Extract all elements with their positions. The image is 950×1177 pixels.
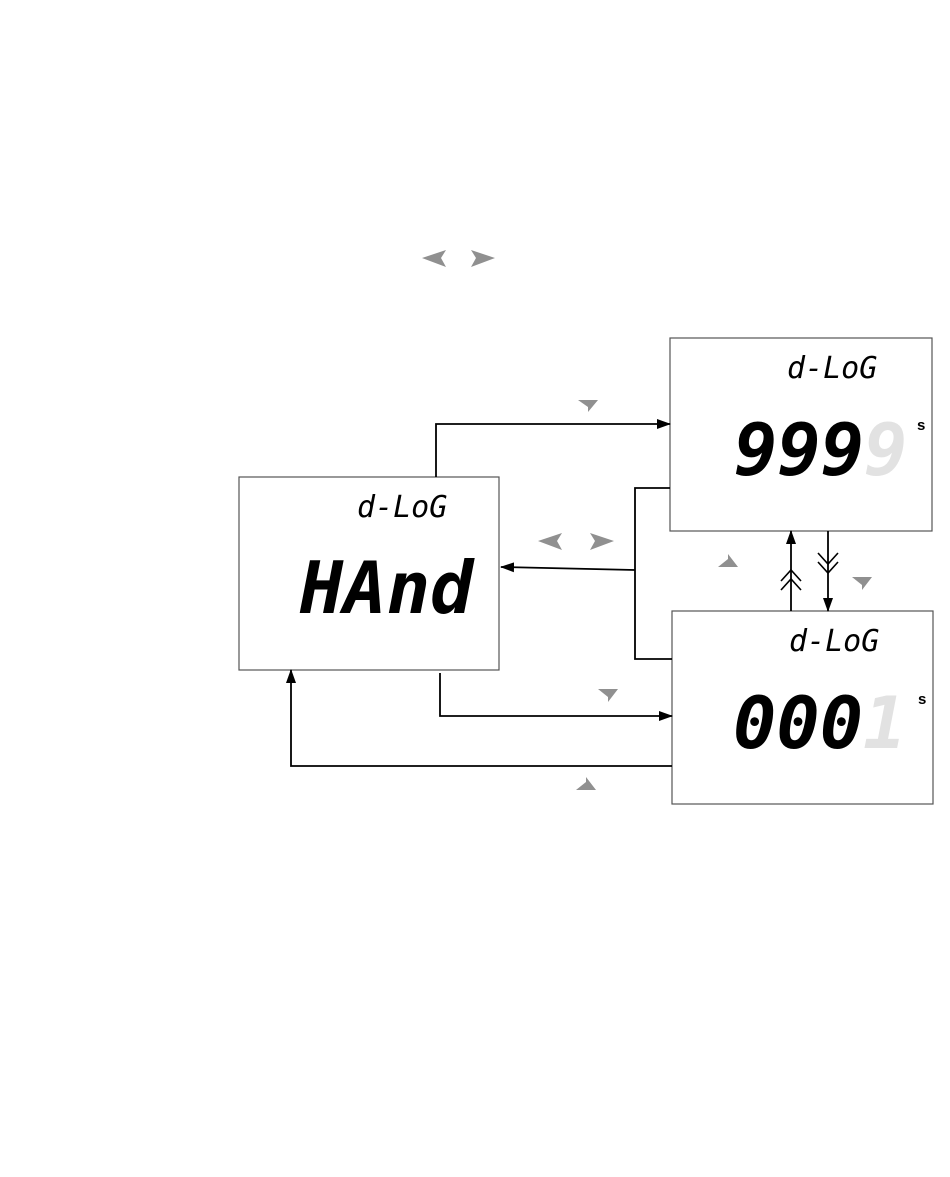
left-arrow-key-icon [422, 250, 446, 267]
connector-hand-to-min [440, 673, 672, 716]
up-arrow-key-icon [576, 777, 596, 790]
screen-max: d-LoG 9999 s [670, 338, 932, 531]
header-key-icons [422, 250, 495, 267]
screen-max-unit: s [917, 417, 925, 434]
screen-max-value-dim-digit: 9 [864, 408, 907, 492]
screen-max-label: d-LoG [787, 351, 877, 386]
up-arrow-key-icon [718, 554, 738, 567]
left-arrow-key-icon [538, 533, 562, 550]
screen-hand-label: d-LoG [357, 490, 447, 525]
screen-min-value: 0001 [733, 681, 906, 765]
right-arrow-key-icon [471, 250, 495, 267]
connector-return-bracket-line [635, 488, 672, 659]
connector-hand-to-min-line [440, 673, 672, 716]
connector-max-min [718, 531, 872, 611]
screen-hand-value: HAnd [299, 546, 475, 630]
screen-min-label: d-LoG [789, 624, 879, 659]
connector-min-to-hand-line [291, 670, 672, 766]
connector-hand-to-max [436, 400, 670, 477]
screen-min-unit: s [918, 691, 926, 708]
right-arrow-key-icon [590, 533, 614, 550]
connector-min-to-hand [291, 670, 672, 790]
screen-min-value-digits: 000 [733, 681, 863, 765]
connector-hand-to-max-line [436, 424, 670, 477]
screen-min-value-dim-digit: 1 [863, 681, 906, 765]
screen-min: d-LoG 0001 s [672, 611, 933, 804]
screen-hand: d-LoG HAnd [239, 477, 499, 670]
connector-return-arrow-line [501, 567, 635, 570]
down-arrow-key-icon [598, 689, 618, 702]
down-arrow-key-icon [852, 577, 872, 590]
down-arrow-key-icon [578, 400, 598, 412]
screen-max-value: 9999 [734, 408, 907, 492]
connector-return-to-hand [501, 488, 672, 659]
screen-max-value-digits: 999 [734, 408, 864, 492]
